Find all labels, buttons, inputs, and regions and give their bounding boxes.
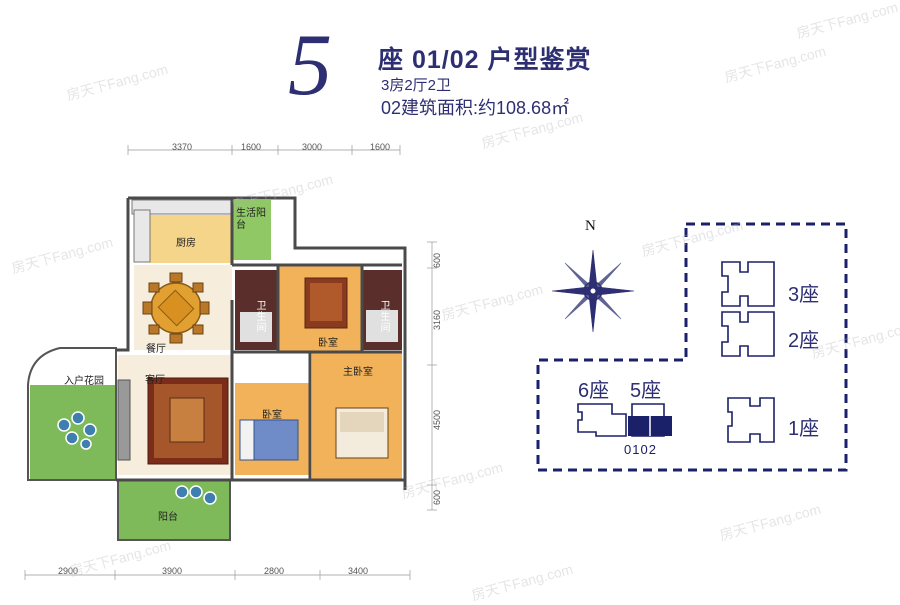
service-balcony-floor [233, 200, 271, 260]
kitchen-floor [150, 215, 232, 263]
layout-description: 3房2厅2卫 [381, 77, 452, 94]
room-label-dining: 餐厅 [146, 344, 166, 355]
unit-label: 0102 [624, 442, 657, 457]
block-label-5: 5座 [630, 380, 662, 402]
block-label-1: 1座 [788, 418, 820, 440]
block-label-2: 2座 [788, 330, 820, 352]
room-label-living: 客厅 [145, 375, 165, 386]
block-label-6: 6座 [578, 380, 610, 402]
room-label-master-bedroom: 主卧室 [343, 367, 373, 378]
compass-icon [551, 249, 635, 333]
area-text: 02建筑面积:约108.68㎡ [381, 98, 570, 118]
dim-bottom-1: 2900 [58, 566, 79, 576]
room-label-entry-garden: 入户花园 [64, 376, 104, 387]
dim-top-4: 1600 [370, 142, 391, 152]
dim-top-2: 1600 [241, 142, 262, 152]
dim-bottom-4: 3400 [348, 566, 369, 576]
room-label-kitchen: 厨房 [176, 238, 196, 249]
room-label-bedroom-north: 卧室 [318, 338, 338, 349]
room-label-balcony: 阳台 [158, 512, 178, 523]
room-label-bathroom-2: 卫生间 [378, 300, 389, 333]
north-label: N [585, 218, 596, 234]
building-number: 5 [288, 17, 332, 114]
dim-top-1: 3370 [172, 142, 193, 152]
dim-top-3: 3000 [302, 142, 323, 152]
balcony-floor [118, 480, 230, 540]
room-label-service-balcony: 生活阳台 [236, 208, 266, 231]
room-label-bedroom-south: 卧室 [262, 410, 282, 421]
dim-bottom-2: 3900 [162, 566, 183, 576]
room-label-bathroom-1: 卫生间 [254, 300, 265, 333]
block-label-3: 3座 [788, 284, 820, 306]
dim-bottom-3: 2800 [264, 566, 285, 576]
page-title: 座 01/02 户型鉴赏 [378, 46, 592, 74]
